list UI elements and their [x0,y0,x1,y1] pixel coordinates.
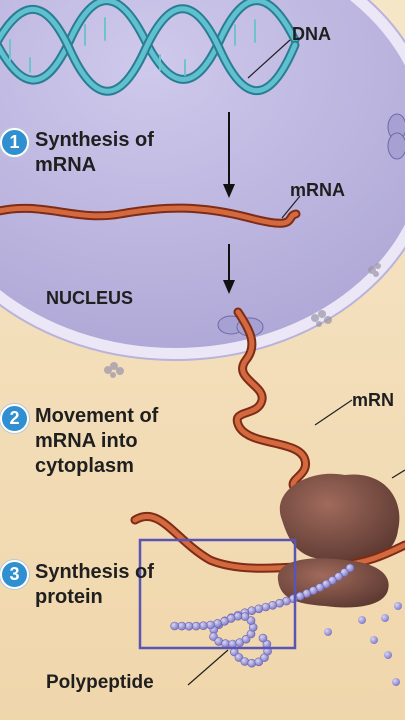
amino-acid-bead [240,657,250,666]
step-2-badge: 2 [0,404,29,433]
dna-label: DNA [292,24,331,44]
amino-acid-bead [247,658,257,668]
step-1-text: Synthesis of mRNA [35,128,154,178]
polypeptide-leader-line [187,649,229,686]
step-3: 3 Synthesis of protein [0,560,154,610]
step-3-line-2: protein [35,586,103,608]
amino-acid-bead [170,621,179,631]
amino-acid-bead [221,639,230,648]
ribosome-large-subunit [279,473,400,562]
transcription-arrow [223,112,235,198]
step-2-line-3: cytoplasm [35,455,134,477]
amino-acid-bead [213,619,222,628]
step-3-text: Synthesis of protein [35,560,154,610]
step-3-badge: 3 [0,560,29,589]
mrna-leader-line [281,195,301,219]
step-1-line-2: mRNA [35,154,97,176]
amino-acid-bead [206,620,215,630]
amino-acid-bead [261,602,271,612]
chromatin-granules [104,263,381,378]
dna-leader-line [247,39,291,79]
amino-acid-bead [177,621,187,631]
step-2-text: Movement of mRNA into cytoplasm [35,404,158,479]
step-1-line-1: Synthesis of [35,129,154,151]
amino-acid-bead [234,653,244,662]
export-arrow [223,244,235,294]
mrna-cytoplasm-leader-line [314,399,353,426]
mrna-translation-strand [130,511,405,573]
amino-acid-bead [334,572,343,581]
translation-highlight-box [138,538,297,650]
step-1-badge: 1 [0,128,29,157]
step-3-line-1: Synthesis of [35,561,154,583]
amino-acid-bead [241,634,251,644]
polypeptide-label: Polypeptide [46,672,154,693]
step-2-line-1: Movement of [35,405,159,427]
mrna-nucleus-label: mRNA [290,180,346,200]
amino-acid-bead [345,563,355,573]
mrna-strand-nucleus [0,203,301,228]
dna-helix [0,0,300,96]
amino-acid-bead [199,621,208,631]
amino-acid-bead [240,612,250,621]
step-2-line-2: mRNA into [35,430,138,452]
amino-acid-bead [254,657,264,667]
nucleus-label: NUCLEUS [46,288,134,308]
free-amino-acids [324,602,402,686]
nuclear-pore-top-right [387,113,405,160]
ribosome-leader-line [391,469,405,479]
step-1: 1 Synthesis of mRNA [0,128,154,178]
amino-acid-bead [258,633,268,643]
amino-acid-bead [340,568,349,577]
step-2: 2 Movement of mRNA into cytoplasm [0,404,158,479]
polypeptide-chain [170,563,355,668]
amino-acid-bead [191,621,201,631]
amino-acid-bead [246,616,256,625]
mrna-cytoplasm-label: mRN [352,390,395,410]
amino-acid-bead [184,621,194,631]
